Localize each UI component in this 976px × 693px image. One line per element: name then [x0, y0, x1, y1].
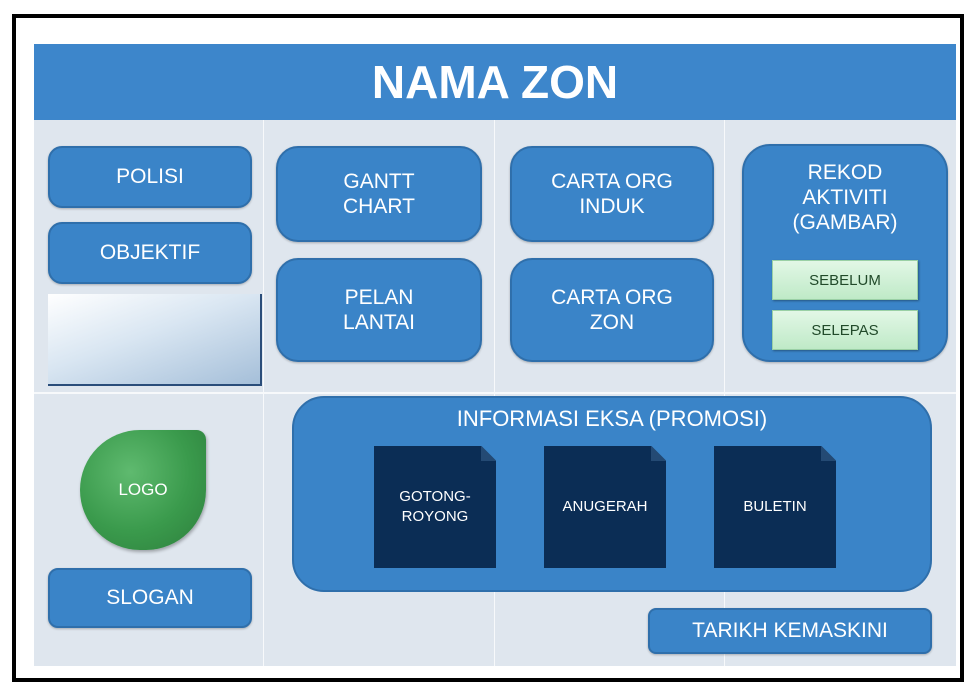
- anugerah-doc[interactable]: ANUGERAH: [544, 446, 666, 568]
- carta-org-zon-box[interactable]: CARTA ORG ZON: [510, 258, 714, 362]
- image-placeholder: [48, 294, 262, 386]
- grid-line: [263, 120, 264, 666]
- logo-label: LOGO: [118, 480, 168, 499]
- informasi-eksa-panel: INFORMASI EKSA (PROMOSI) GOTONG- ROYONG …: [292, 396, 932, 592]
- sebelum-button[interactable]: SEBELUM: [772, 260, 918, 300]
- carta-org-induk-box[interactable]: CARTA ORG INDUK: [510, 146, 714, 242]
- pelan-lantai-box[interactable]: PELAN LANTAI: [276, 258, 482, 362]
- informasi-eksa-title: INFORMASI EKSA (PROMOSI): [456, 406, 768, 431]
- polisi-box[interactable]: POLISI: [48, 146, 252, 208]
- rekod-aktiviti-label: REKOD AKTIVITI (GAMBAR): [792, 161, 898, 235]
- tarikh-kemaskini-box[interactable]: TARIKH KEMASKINI: [648, 608, 932, 654]
- zone-title: NAMA ZON: [34, 44, 956, 120]
- gantt-chart-box[interactable]: GANTT CHART: [276, 146, 482, 242]
- grid-line: [34, 392, 956, 394]
- logo-shape: LOGO: [80, 430, 206, 550]
- slogan-box[interactable]: SLOGAN: [48, 568, 252, 628]
- gotong-royong-doc[interactable]: GOTONG- ROYONG: [374, 446, 496, 568]
- buletin-doc[interactable]: BULETIN: [714, 446, 836, 568]
- selepas-button[interactable]: SELEPAS: [772, 310, 918, 350]
- objektif-box[interactable]: OBJEKTIF: [48, 222, 252, 284]
